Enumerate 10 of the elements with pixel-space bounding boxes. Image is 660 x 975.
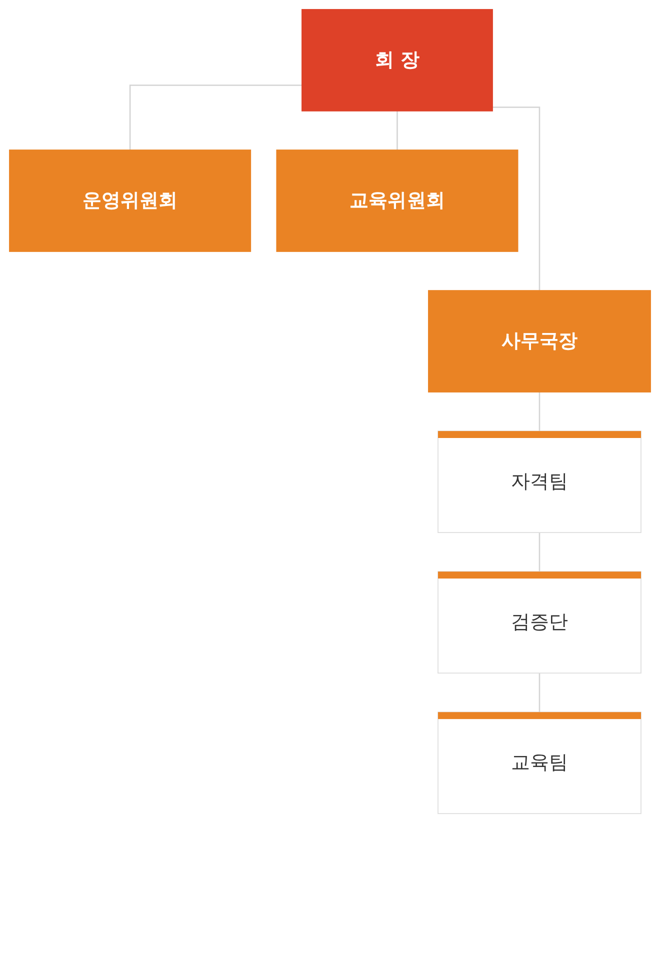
connector [538, 391, 540, 432]
node-box: 운영위원회 [9, 150, 252, 252]
connector [129, 84, 302, 150]
connector [492, 106, 540, 291]
node-box: 교육위원회 [276, 150, 518, 252]
connector [396, 110, 398, 150]
node-box: 회 장 [302, 9, 493, 112]
node-box: 사무국장 [428, 290, 651, 392]
connector [538, 672, 540, 712]
connector [538, 532, 540, 572]
